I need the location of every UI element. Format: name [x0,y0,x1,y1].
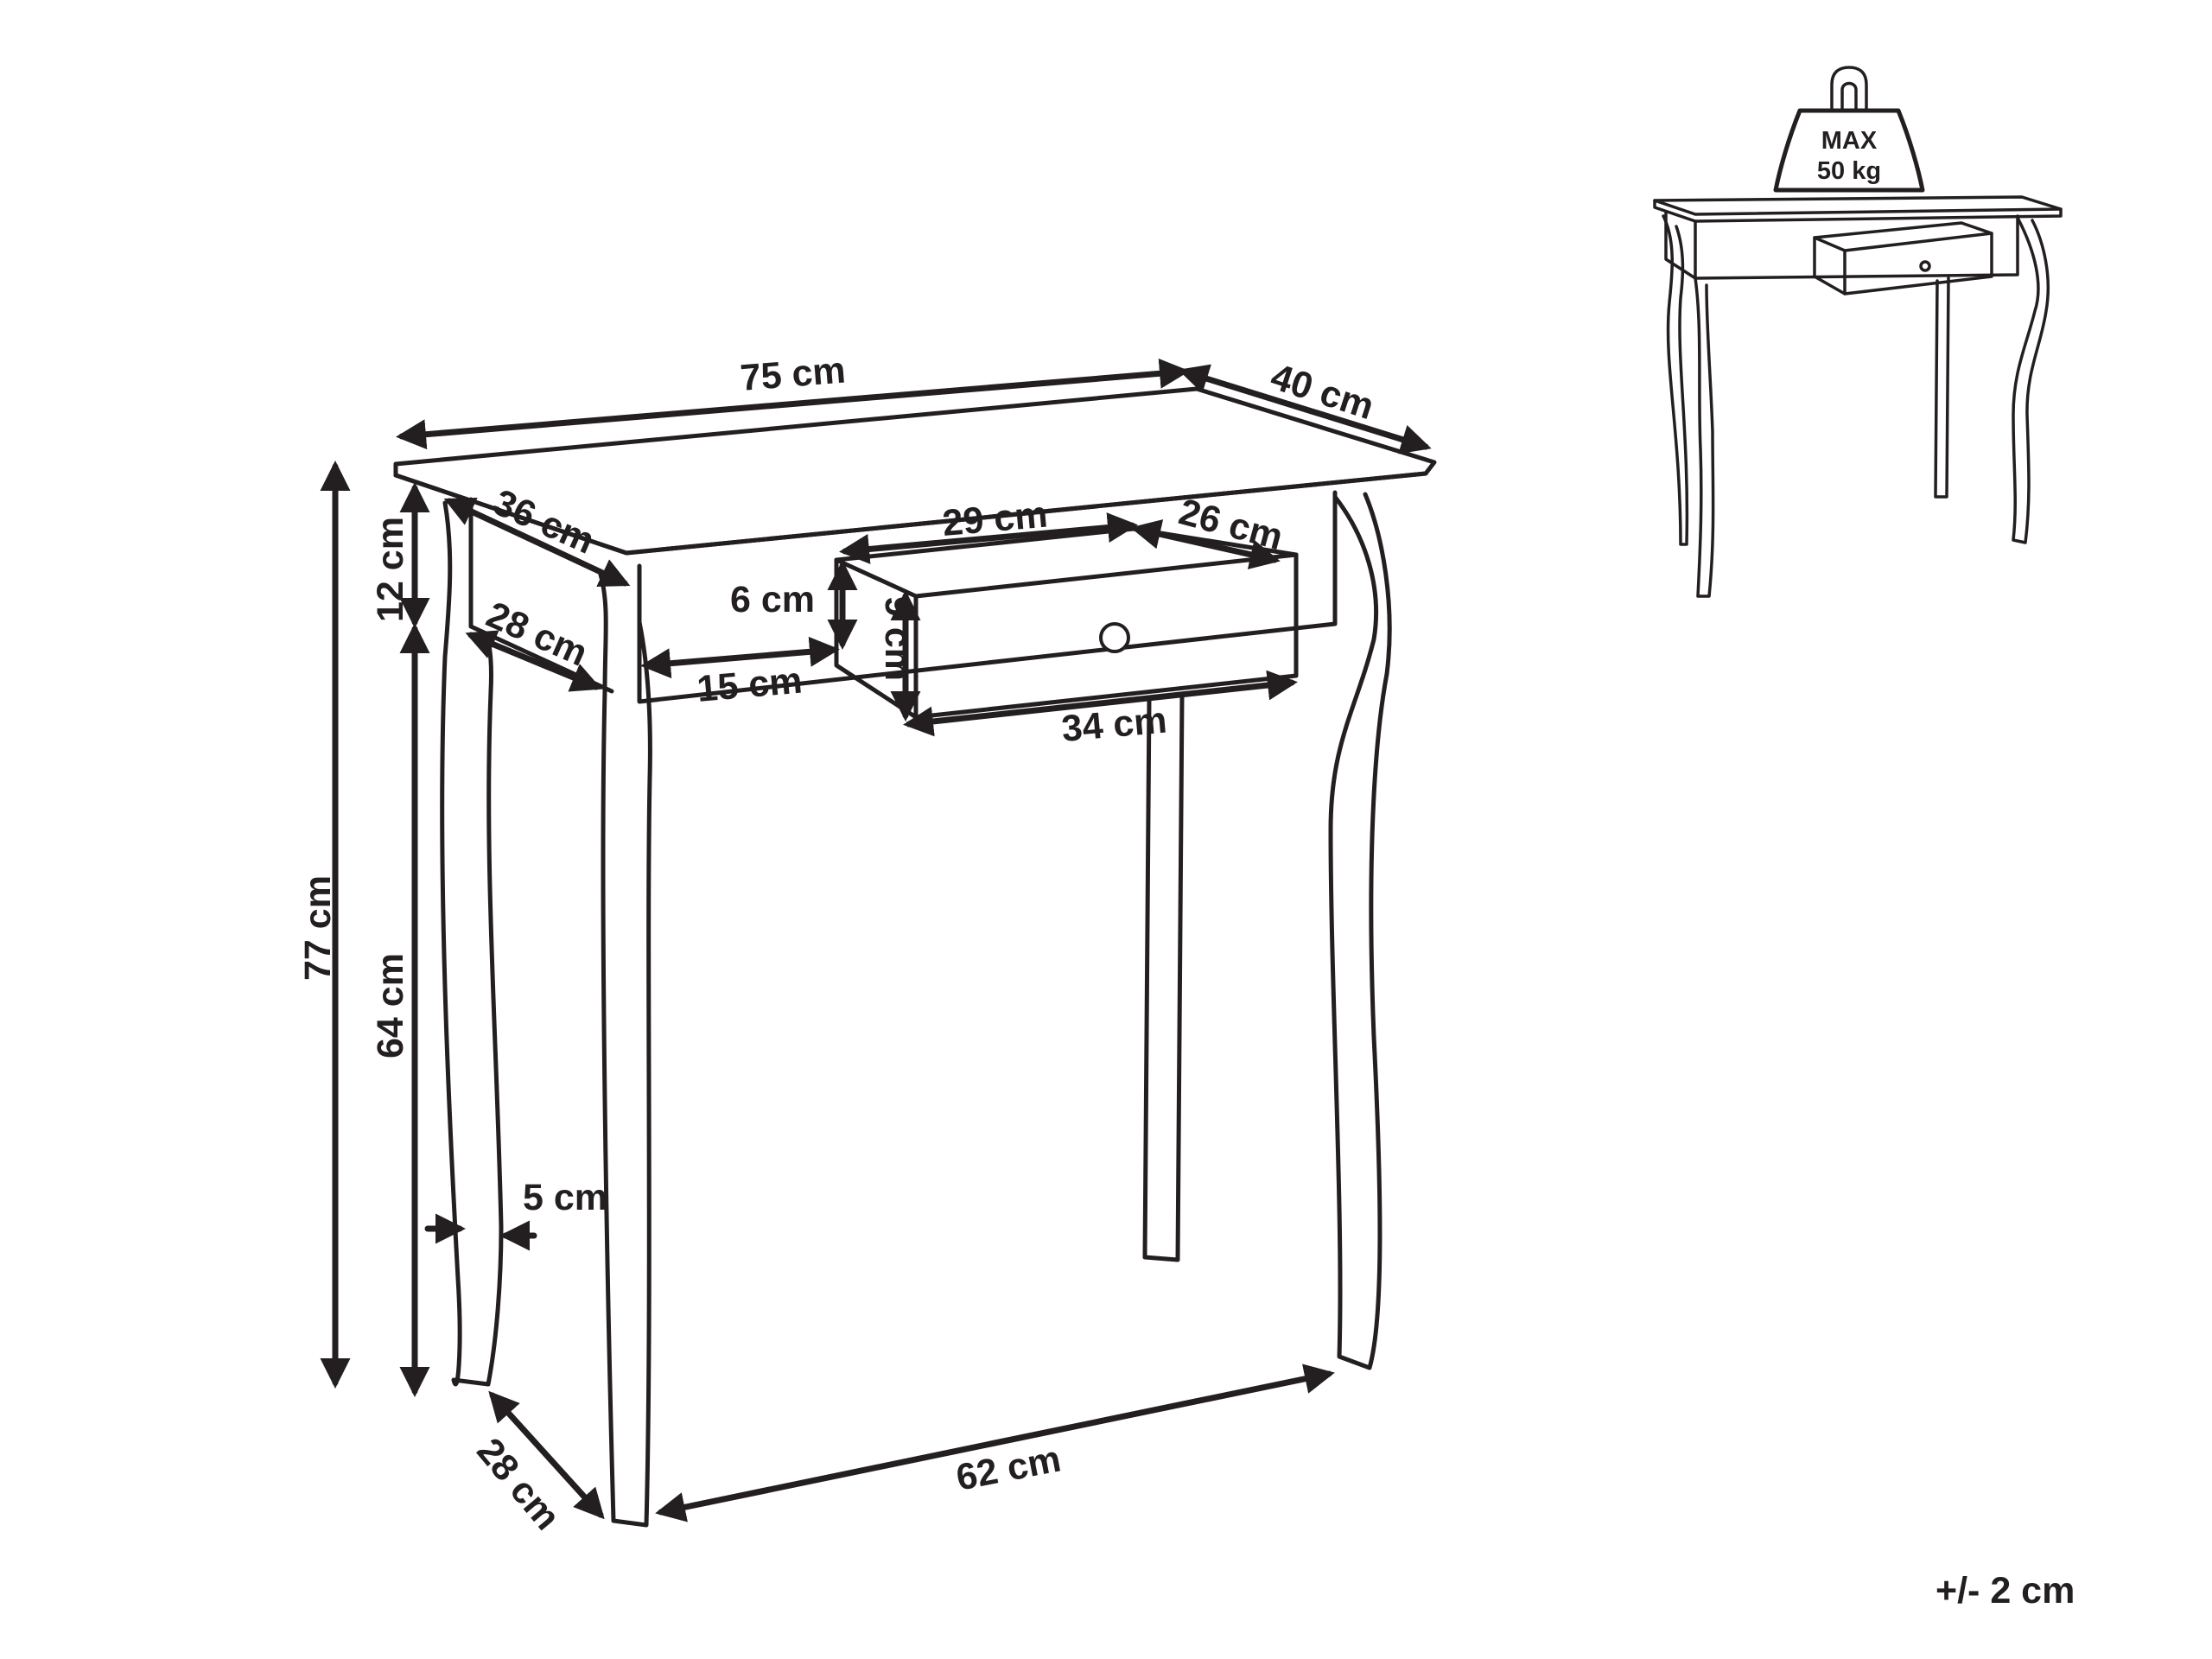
label-leg-height: 64 cm [370,953,411,1058]
label-width-top: 75 cm [739,350,847,399]
max-load-line1: MAX [1821,127,1878,155]
label-drawer-front: 34 cm [1060,700,1169,750]
tolerance-note: +/- 2 cm [1936,1570,2075,1611]
leg-back-right [1142,693,1185,1262]
max-load-line2: 50 kg [1817,157,1881,185]
leg-back-left [440,500,504,1387]
label-drawer-width: 29 cm [941,494,1050,544]
label-drawer-height: 9 cm [877,596,918,681]
label-height-total: 77 cm [297,875,339,981]
label-drawer-offset: 6 cm [730,579,815,620]
label-side-left: 15 cm [696,660,804,710]
dimension-lines [320,358,1432,1522]
table-drawing [393,386,1437,1528]
label-apron-height: 12 cm [370,517,411,622]
leg-front-right [1328,492,1392,1370]
label-leg-width: 5 cm [523,1177,607,1218]
weight-icon: MAX 50 kg [1773,66,1925,193]
label-apron-depth: 36 cm [487,481,601,562]
thumbnail-table: MAX 50 kg [1653,66,2063,598]
label-base-depth: 28 cm [468,1431,568,1538]
leg-front-left [598,572,652,1528]
drawer-knob [1099,622,1130,653]
